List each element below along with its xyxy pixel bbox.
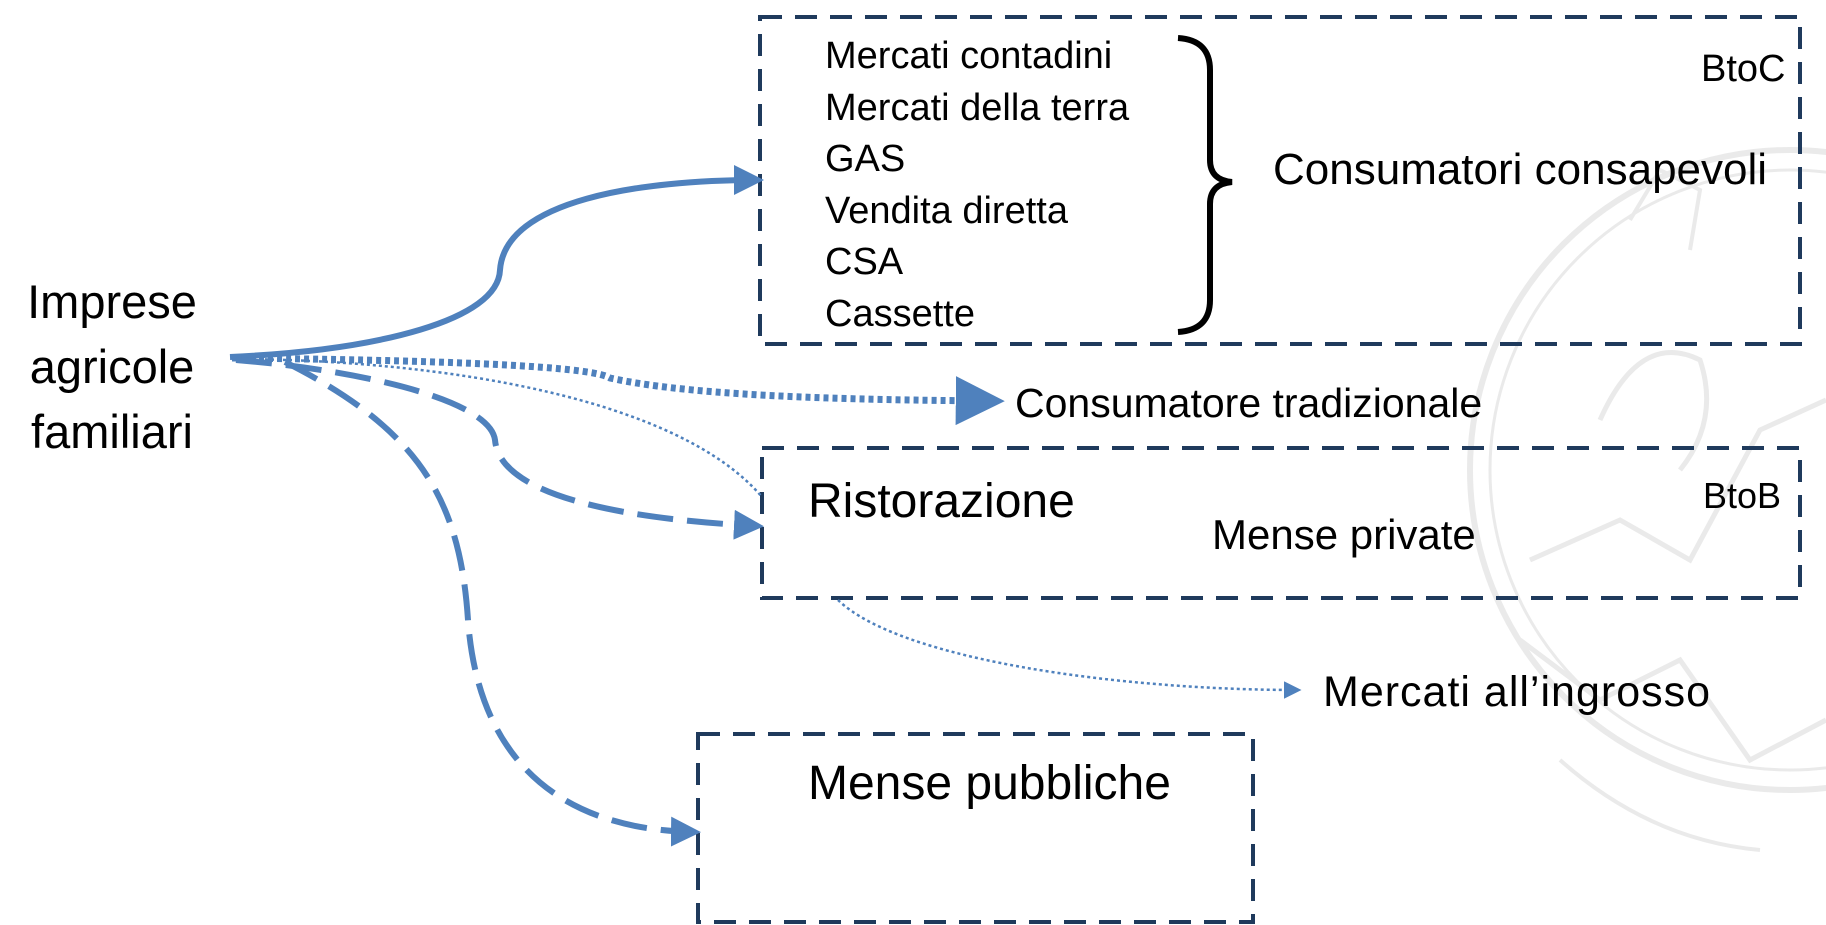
traditional-consumer-label: Consumatore tradizionale [1015, 380, 1483, 426]
btoc-channel-list: Mercati contadini Mercati della terra GA… [825, 31, 1129, 340]
arrow-to-public-canteen [283, 359, 701, 847]
arrow-to-ristorazione [235, 357, 764, 540]
arrow-to-wholesale [837, 599, 1302, 699]
arrow-to-btoc [229, 165, 764, 360]
list-item: Mercati contadini [825, 35, 1113, 77]
list-item: Cassette [825, 292, 975, 335]
list-item: CSA [825, 241, 904, 283]
source-line: Imprese [27, 275, 197, 328]
public-canteens-label: Mense pubbliche [808, 757, 1171, 810]
btoc-tag: BtoC [1701, 48, 1786, 90]
right-brace [1177, 35, 1233, 335]
private-canteens-label: Mense private [1212, 511, 1476, 558]
ristorazione-label: Ristorazione [808, 475, 1075, 528]
source-line: familiari [31, 404, 193, 458]
arrow-dotted-to-btob [234, 357, 763, 498]
aware-consumers-label: Consumatori consapevoli [1273, 145, 1768, 194]
list-item: GAS [825, 138, 906, 180]
public-canteen-box [696, 732, 1255, 924]
list-item: Vendita diretta [825, 189, 1068, 232]
watermark-seal [1467, 147, 1826, 852]
list-item: Mercati della terra [825, 86, 1130, 129]
source-line: agricole [29, 339, 195, 393]
source-label: Imprese agricole familiari [0, 270, 224, 465]
arrow-to-traditional-consumer [231, 354, 1005, 426]
btob-tag: BtoB [1703, 475, 1782, 516]
wholesale-markets-label: Mercati all’ingrosso [1323, 668, 1712, 716]
